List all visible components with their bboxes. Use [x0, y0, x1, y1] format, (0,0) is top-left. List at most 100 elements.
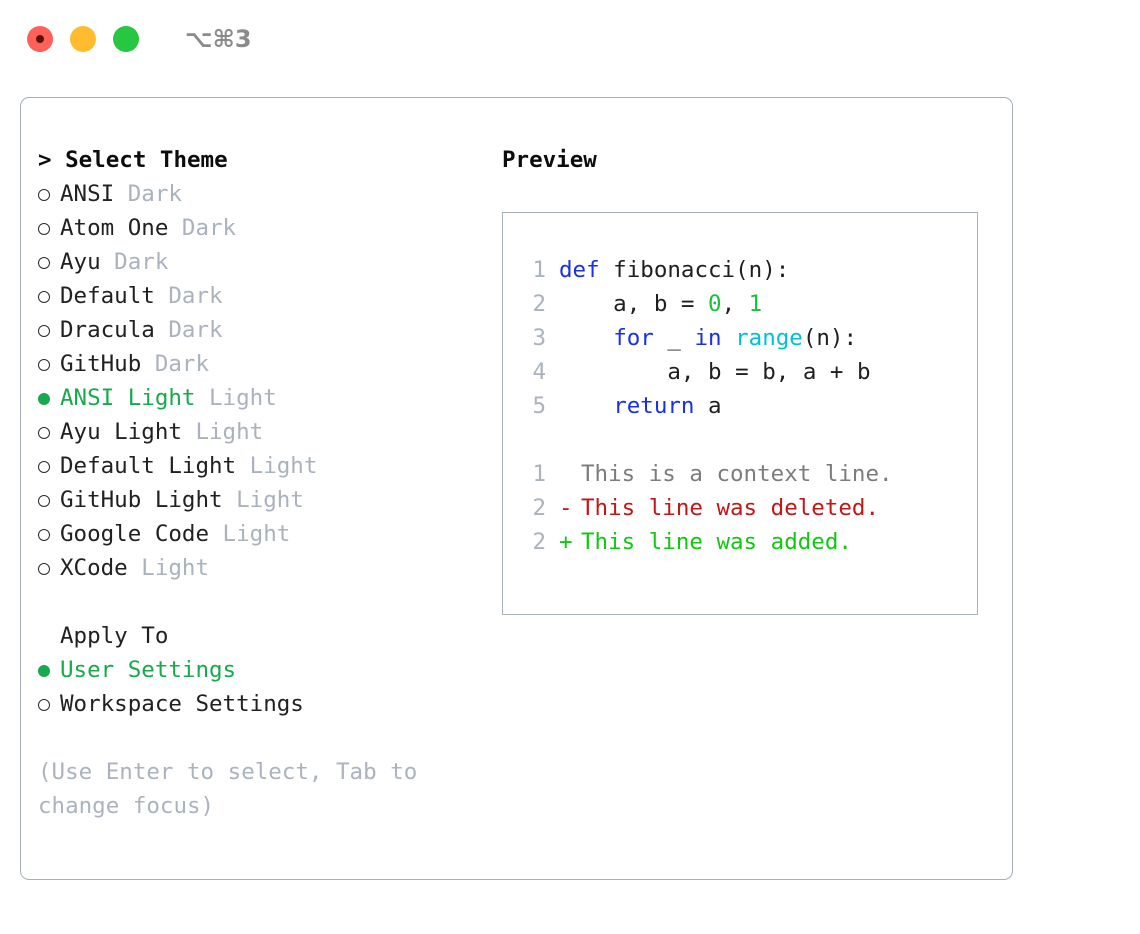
code-line-number: 3	[532, 325, 546, 351]
diff-marker-del: -	[559, 495, 573, 521]
keyboard-hint: (Use Enter to select, Tab to change focu…	[38, 759, 431, 819]
diff-marker-ctx	[559, 457, 581, 491]
theme-option-label: Google Code	[60, 521, 210, 547]
theme-option-variant: Light	[127, 555, 210, 581]
radio-unselected-icon[interactable]	[38, 550, 60, 584]
radio-unselected-icon[interactable]	[38, 346, 60, 380]
theme-option-atom-one[interactable]: Atom One Dark	[38, 211, 498, 245]
theme-option-variant: Light	[195, 385, 277, 411]
radio-unselected-icon[interactable]	[38, 482, 60, 516]
theme-option-ansi[interactable]: ANSI Dark	[38, 177, 498, 211]
code-line-text: a, b = 0, 1	[559, 287, 762, 321]
diff-line-add: 2 + This line was added.	[516, 525, 893, 559]
title-bar: ⌥⌘3	[0, 0, 1140, 78]
theme-option-xcode[interactable]: XCode Light	[38, 551, 498, 585]
radio-unselected-icon[interactable]	[38, 414, 60, 448]
radio-unselected-icon[interactable]	[38, 312, 60, 346]
diff-line-text: This is a context line.	[581, 461, 893, 487]
theme-option-variant: Dark	[141, 351, 210, 377]
code-token-num: 1	[748, 291, 763, 317]
code-line-number: 2	[532, 291, 546, 317]
diff-line-number: 1	[532, 461, 546, 487]
theme-option-label: ANSI	[60, 181, 115, 207]
code-line-number: 1	[532, 257, 546, 283]
theme-option-variant: Dark	[168, 215, 237, 241]
radio-unselected-icon[interactable]	[38, 176, 60, 210]
apply-to-option-user-settings[interactable]: User Settings	[38, 653, 498, 687]
theme-option-label: Default Light	[60, 453, 237, 479]
theme-option-variant: Dark	[154, 283, 223, 309]
window-controls	[27, 26, 139, 52]
theme-option-ansi-light[interactable]: ANSI Light Light	[38, 381, 498, 415]
theme-option-github-light[interactable]: GitHub Light Light	[38, 483, 498, 517]
radio-unselected-icon[interactable]	[38, 686, 60, 720]
close-button-dot	[36, 35, 44, 43]
apply-to-option-workspace-settings[interactable]: Workspace Settings	[38, 687, 498, 721]
code-token-plain	[559, 393, 613, 419]
code-token-plain: a	[694, 393, 722, 419]
maximize-button[interactable]	[113, 26, 139, 52]
radio-unselected-icon[interactable]	[38, 244, 60, 278]
code-token-plain: ,	[721, 291, 749, 317]
diff-line-number: 2	[532, 495, 546, 521]
code-token-fn: range	[735, 325, 803, 351]
code-token-plain	[559, 325, 613, 351]
code-token-plain: _	[653, 325, 695, 351]
radio-unselected-icon[interactable]	[38, 278, 60, 312]
code-line-number: 5	[532, 393, 546, 419]
code-line: 1 def fibonacci(n):	[516, 253, 893, 287]
theme-option-label: XCode	[60, 555, 128, 581]
theme-option-default[interactable]: Default Dark	[38, 279, 498, 313]
code-token-plain: a, b =	[559, 291, 709, 317]
diff-line-del: 2-This line was deleted.	[516, 491, 893, 525]
theme-option-ayu[interactable]: Ayu Dark	[38, 245, 498, 279]
radio-unselected-icon[interactable]	[38, 516, 60, 550]
code-token-plain: a, b = b, a + b	[559, 359, 871, 385]
theme-option-variant: Light	[236, 453, 318, 479]
code-line-text: for _ in range(n):	[559, 321, 857, 355]
theme-option-google-code[interactable]: Google Code Light	[38, 517, 498, 551]
code-line-text: return a	[559, 389, 722, 423]
theme-option-ayu-light[interactable]: Ayu Light Light	[38, 415, 498, 449]
apply-to-title: Apply To	[60, 623, 169, 649]
theme-option-label: GitHub	[60, 351, 142, 377]
radio-unselected-icon[interactable]	[38, 448, 60, 482]
minimize-button[interactable]	[70, 26, 96, 52]
code-line-text: def fibonacci(n):	[559, 253, 789, 287]
code-token-plain: fibonacci(n):	[599, 257, 790, 283]
diff-line-number: 2	[532, 529, 546, 555]
radio-unselected-icon[interactable]	[38, 210, 60, 244]
close-button[interactable]	[27, 26, 53, 52]
theme-option-variant: Dark	[100, 249, 169, 275]
code-line-number: 4	[532, 359, 546, 385]
theme-option-label: Ayu	[60, 249, 101, 275]
theme-option-label: Ayu Light	[60, 419, 182, 445]
code-token-num: 0	[708, 291, 722, 317]
theme-option-label: Atom One	[60, 215, 169, 241]
radio-selected-icon[interactable]	[38, 380, 60, 414]
apply-to-option-label: User Settings	[60, 657, 237, 683]
code-line-text: a, b = b, a + b	[559, 355, 871, 389]
theme-option-variant: Light	[181, 419, 264, 445]
diff-marker-add: +	[559, 529, 573, 555]
theme-option-github[interactable]: GitHub Dark	[38, 347, 498, 381]
code-line: 5 return a	[516, 389, 893, 423]
apply-to-option-label: Workspace Settings	[60, 691, 304, 717]
diff-sample: 1 This is a context line. 2-This line was…	[516, 457, 893, 559]
theme-option-label: GitHub Light	[60, 487, 223, 513]
keyboard-shortcut-label: ⌥⌘3	[185, 25, 252, 53]
diff-line-text: This line was added.	[581, 529, 852, 555]
theme-option-default-light[interactable]: Default Light Light	[38, 449, 498, 483]
theme-option-dracula[interactable]: Dracula Dark	[38, 313, 498, 347]
list-spacer	[38, 585, 498, 619]
code-line: 3 for _ in range(n):	[516, 321, 893, 355]
code-token-kw: return	[613, 393, 695, 419]
radio-selected-icon[interactable]	[38, 652, 60, 686]
